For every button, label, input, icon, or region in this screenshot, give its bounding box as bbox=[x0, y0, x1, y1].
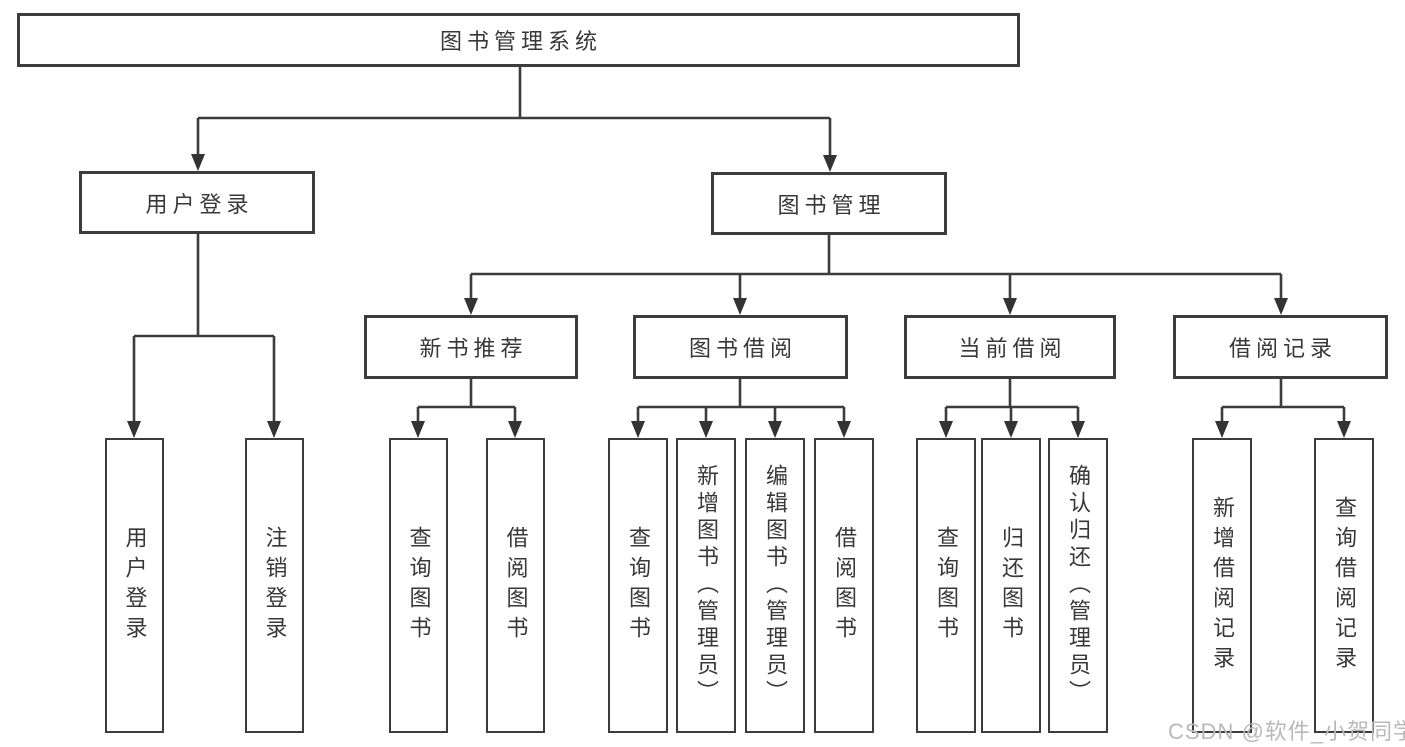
leaf-user-login: 用户登录 bbox=[105, 438, 164, 733]
node-borrowing-records: 借阅记录 bbox=[1173, 315, 1388, 379]
leaf-cb-confirm-return-admin-label: 确认归还（管理员） bbox=[1066, 464, 1091, 707]
node-current-borrowing: 当前借阅 bbox=[904, 315, 1116, 379]
leaf-cb-return-book-label: 归还图书 bbox=[999, 525, 1024, 646]
leaf-bb-query-book-label: 查询图书 bbox=[626, 525, 651, 646]
leaf-br-add-record-label: 新增借阅记录 bbox=[1210, 495, 1235, 676]
leaf-logout-label: 注销登录 bbox=[262, 525, 288, 646]
leaf-nbr-borrow-book: 借阅图书 bbox=[486, 438, 545, 733]
leaf-user-login-label: 用户登录 bbox=[122, 525, 148, 646]
leaf-bb-edit-book-admin-label: 编辑图书（管理员） bbox=[763, 464, 788, 707]
leaf-bb-borrow-book-label: 借阅图书 bbox=[832, 525, 857, 646]
csdn-watermark: CSDN @软件_小贺同学 bbox=[1168, 719, 1405, 744]
leaf-nbr-query-book-label: 查询图书 bbox=[406, 525, 432, 646]
leaf-logout: 注销登录 bbox=[245, 438, 304, 733]
leaf-nbr-query-book: 查询图书 bbox=[389, 438, 448, 733]
leaf-br-add-record: 新增借阅记录 bbox=[1192, 438, 1252, 733]
leaf-cb-query-book-label: 查询图书 bbox=[934, 525, 959, 646]
leaf-nbr-borrow-book-label: 借阅图书 bbox=[503, 525, 529, 646]
node-new-book-recommendation: 新书推荐 bbox=[364, 315, 578, 379]
leaf-cb-return-book: 归还图书 bbox=[981, 438, 1041, 733]
leaf-bb-borrow-book: 借阅图书 bbox=[814, 438, 874, 733]
node-book-management-branch: 图书管理 bbox=[711, 172, 947, 235]
leaf-bb-edit-book-admin: 编辑图书（管理员） bbox=[745, 438, 805, 733]
node-book-borrowing: 图书借阅 bbox=[633, 315, 848, 379]
leaf-bb-add-book-admin: 新增图书（管理员） bbox=[676, 438, 736, 733]
leaf-bb-query-book: 查询图书 bbox=[608, 438, 668, 733]
leaf-cb-confirm-return-admin: 确认归还（管理员） bbox=[1048, 438, 1108, 733]
node-root: 图书管理系统 bbox=[17, 13, 1020, 67]
leaf-br-query-record: 查询借阅记录 bbox=[1314, 438, 1374, 733]
node-user-login-branch: 用户登录 bbox=[79, 171, 315, 234]
leaf-br-query-record-label: 查询借阅记录 bbox=[1332, 495, 1357, 676]
leaf-cb-query-book: 查询图书 bbox=[916, 438, 976, 733]
leaf-bb-add-book-admin-label: 新增图书（管理员） bbox=[694, 464, 719, 707]
